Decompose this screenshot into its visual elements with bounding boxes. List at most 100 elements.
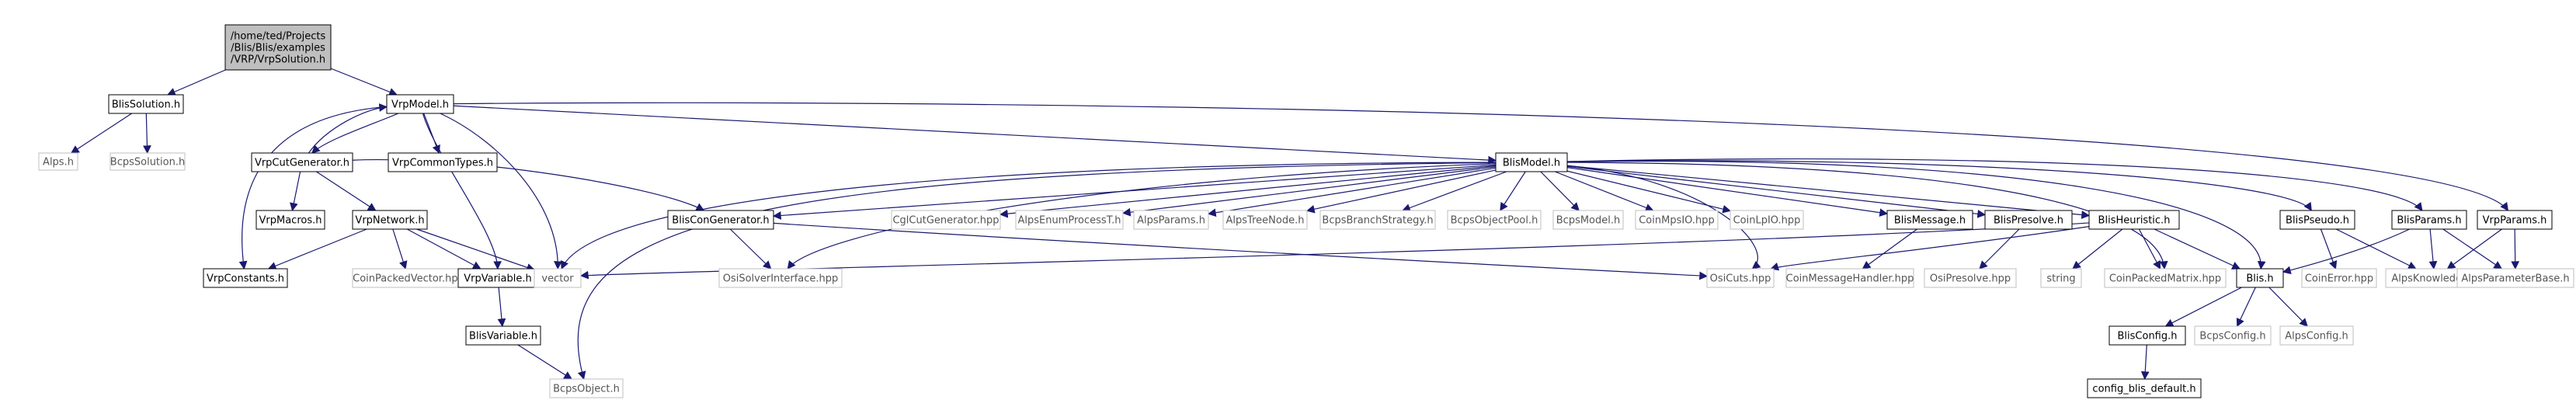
node-Blis[interactable]: Blis.h xyxy=(2236,268,2284,288)
node-box xyxy=(1552,210,1624,230)
node-box xyxy=(1785,268,1914,288)
node-label: BlisPresolve.h xyxy=(1994,215,2063,227)
edge-VrpModel-to-vector xyxy=(440,113,562,270)
node-label: BlisMessage.h xyxy=(1894,215,1966,227)
node-label: AlpsKnowledge.h xyxy=(2391,273,2477,285)
node-box xyxy=(465,325,541,346)
edge-BlisModel-to-Blis xyxy=(1566,160,2266,270)
node-box xyxy=(2194,325,2272,346)
edge-BlisVariable-to-BcpsObject xyxy=(517,344,573,380)
node-CoinLpIO: CoinLpIO.hpp xyxy=(1730,210,1804,230)
edge-BlisHeuristic-to-CoinPackedMatrix xyxy=(2138,228,2161,270)
node-VrpCutGenerator[interactable]: VrpCutGenerator.h xyxy=(251,152,353,172)
edge-BlisModel-to-BlisMessage xyxy=(1566,167,1889,217)
node-BlisHeuristic[interactable]: BlisHeuristic.h xyxy=(2088,210,2180,230)
node-box xyxy=(251,152,353,172)
edge-VrpModel-to-VrpVariable xyxy=(422,113,502,270)
node-AlpsParams: AlpsParams.h xyxy=(1133,210,1209,230)
node-VrpMacros[interactable]: VrpMacros.h xyxy=(256,210,325,230)
node-label: BlisSolution.h xyxy=(112,99,180,111)
node-box xyxy=(1706,268,1775,288)
node-VrpConstants[interactable]: VrpConstants.h xyxy=(203,268,288,288)
node-BlisSolution[interactable]: BlisSolution.h xyxy=(108,94,184,114)
edge-VrpCutGenerator-to-VrpModel xyxy=(308,103,388,154)
node-OsiSolverInterface: OsiSolverInterface.hpp xyxy=(718,268,843,288)
edge-BlisPseudo-to-CoinError xyxy=(2320,228,2338,270)
edge-VrpNetwork-to-VrpVariable xyxy=(406,228,481,270)
edge-BlisPseudo-to-AlpsKnowledge xyxy=(2335,228,2417,270)
node-label: BcpsObjectPool.h xyxy=(1451,215,1538,227)
node-box xyxy=(534,268,582,288)
edge-VrpModel-to-VrpConstants xyxy=(238,106,388,270)
node-VrpCommonTypes[interactable]: VrpCommonTypes.h xyxy=(388,152,498,172)
edge-BlisModel-to-CoinPackedMatrix xyxy=(1566,162,2168,270)
node-box xyxy=(2040,268,2082,288)
node-box xyxy=(352,268,465,288)
edge-BlisModel-to-vector xyxy=(561,162,1497,270)
dependency-edges xyxy=(70,68,2520,381)
node-VrpVariable[interactable]: VrpVariable.h xyxy=(457,268,538,288)
node-label: BlisPseudo.h xyxy=(2286,215,2349,227)
edge-BlisSolution-to-Alps xyxy=(70,113,133,154)
edge-Blis-to-BcpsConfig xyxy=(2236,287,2256,327)
node-VrpParams[interactable]: VrpParams.h xyxy=(2477,210,2553,230)
edge-BlisModel-to-CoinLpIO xyxy=(1566,170,1732,214)
edge-BlisModel-to-OsiSolverInterface xyxy=(787,163,1497,270)
node-box xyxy=(256,210,325,230)
node-label: CoinError.hpp xyxy=(2305,273,2373,285)
node-root[interactable]: /home/ted/Projects/Blis/Blis/examples/VR… xyxy=(224,24,332,71)
node-box xyxy=(1319,210,1436,230)
node-label: config_blis_default.h xyxy=(2092,384,2195,395)
node-label: CoinMessageHandler.hpp xyxy=(1786,273,1914,285)
node-label: BlisConfig.h xyxy=(2118,331,2178,343)
edge-VrpModel-to-VrpCommonTypes xyxy=(423,113,440,155)
node-BlisModel[interactable]: BlisModel.h xyxy=(1495,152,1568,172)
edge-VrpNetwork-to-vector xyxy=(416,228,536,272)
edge-root-to-VrpModel xyxy=(330,68,398,96)
node-box xyxy=(352,210,428,230)
node-VrpNetwork[interactable]: VrpNetwork.h xyxy=(352,210,428,230)
node-config_blis_default[interactable]: config_blis_default.h xyxy=(2087,378,2202,398)
node-box xyxy=(110,152,186,171)
node-BcpsObjectPool: BcpsObjectPool.h xyxy=(1447,210,1542,230)
node-label: /home/ted/Projects xyxy=(231,31,326,43)
node-BlisConfig[interactable]: BlisConfig.h xyxy=(2108,325,2186,346)
node-label: VrpMacros.h xyxy=(259,215,322,227)
node-box xyxy=(1222,210,1308,230)
node-box xyxy=(891,210,1001,230)
node-OsiCuts: OsiCuts.hpp xyxy=(1706,268,1775,288)
node-AlpsTreeNode: AlpsTreeNode.h xyxy=(1222,210,1308,230)
node-label: AlpsTreeNode.h xyxy=(1226,215,1305,227)
node-label: BcpsObject.h xyxy=(553,384,620,395)
node-label: BcpsSolution.h xyxy=(110,157,185,169)
edge-BlisHeuristic-to-string xyxy=(2072,228,2123,270)
edge-BlisModel-to-CoinMpsIO xyxy=(1555,171,1654,212)
node-label: /VRP/VrpSolution.h xyxy=(231,54,325,66)
edge-BlisSolution-to-BcpsSolution xyxy=(143,113,151,155)
node-box xyxy=(2108,325,2186,346)
node-CoinPackedMatrix: CoinPackedMatrix.hpp xyxy=(2104,268,2227,288)
node-box xyxy=(224,24,332,71)
node-box xyxy=(2301,268,2377,288)
node-BlisConGenerator[interactable]: BlisConGenerator.h xyxy=(667,210,774,230)
node-label: OsiPresolve.hpp xyxy=(1930,273,2011,285)
edge-BlisModel-to-BlisParams xyxy=(1566,158,2423,211)
edge-BlisModel-to-AlpsEnumProcessT xyxy=(1121,166,1497,217)
node-label: BlisModel.h xyxy=(1503,158,1560,169)
node-BlisPseudo[interactable]: BlisPseudo.h xyxy=(2279,210,2355,230)
node-BlisPresolve[interactable]: BlisPresolve.h xyxy=(1984,210,2073,230)
node-box xyxy=(1133,210,1209,230)
node-BlisMessage[interactable]: BlisMessage.h xyxy=(1886,210,1973,230)
node-label: VrpCommonTypes.h xyxy=(392,158,493,169)
edge-VrpModel-to-BlisModel xyxy=(453,105,1497,165)
node-label: VrpModel.h xyxy=(391,99,449,111)
node-BlisVariable[interactable]: BlisVariable.h xyxy=(465,325,541,346)
node-box xyxy=(203,268,288,288)
node-label: BcpsModel.h xyxy=(1556,215,1621,227)
edge-BlisParams-to-AlpsKnowledge xyxy=(2428,228,2438,270)
node-BlisParams[interactable]: BlisParams.h xyxy=(2391,210,2467,230)
node-box xyxy=(2279,325,2354,346)
node-VrpModel[interactable]: VrpModel.h xyxy=(386,94,454,114)
node-BcpsObject: BcpsObject.h xyxy=(549,378,624,398)
